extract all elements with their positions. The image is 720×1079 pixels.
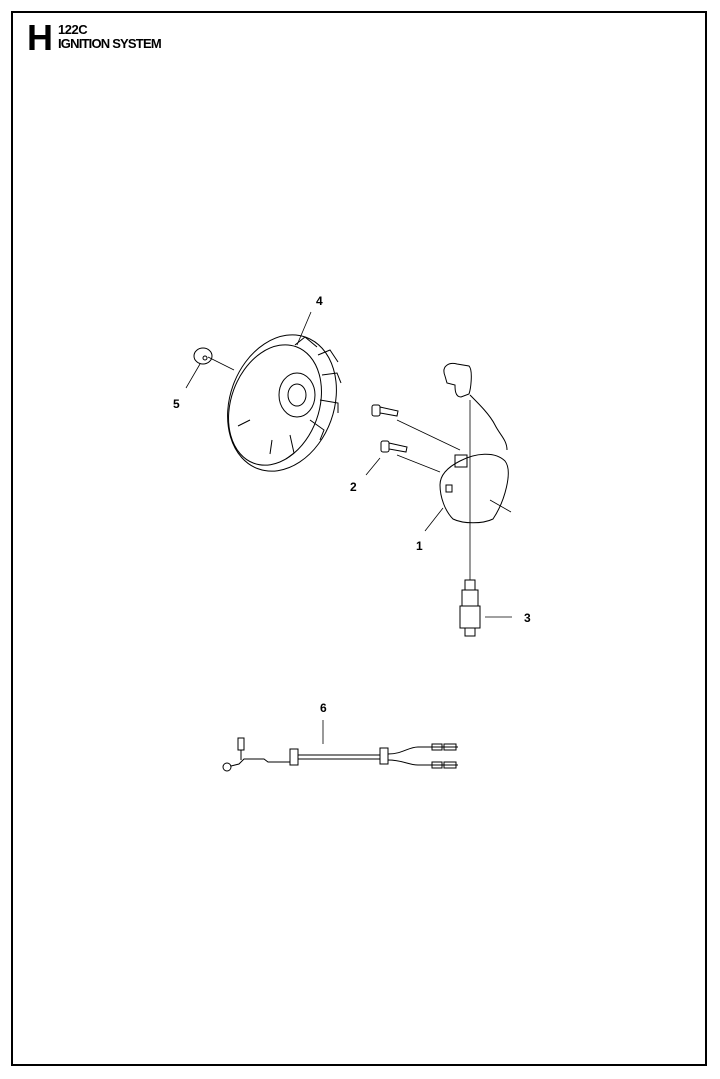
callout-5: 5: [173, 397, 180, 411]
nut-drawing: [193, 347, 213, 365]
callout-4: 4: [316, 294, 323, 308]
callout-1: 1: [416, 539, 423, 553]
section-letter: H: [27, 17, 53, 58]
page-title: IGNITION SYSTEM: [58, 36, 162, 51]
ignition-module-drawing: [439, 363, 509, 524]
callout-3: 3: [524, 611, 531, 625]
screws-drawing: [371, 404, 408, 453]
spark-plug-drawing: [459, 579, 481, 637]
model-number: 122C: [58, 22, 88, 37]
callout-2: 2: [350, 480, 357, 494]
callout-6: 6: [320, 701, 327, 715]
leader-lines: [185, 311, 512, 744]
cable-harness-drawing: [222, 737, 458, 772]
flywheel-drawing: [227, 334, 342, 472]
page-frame: [11, 11, 707, 1066]
